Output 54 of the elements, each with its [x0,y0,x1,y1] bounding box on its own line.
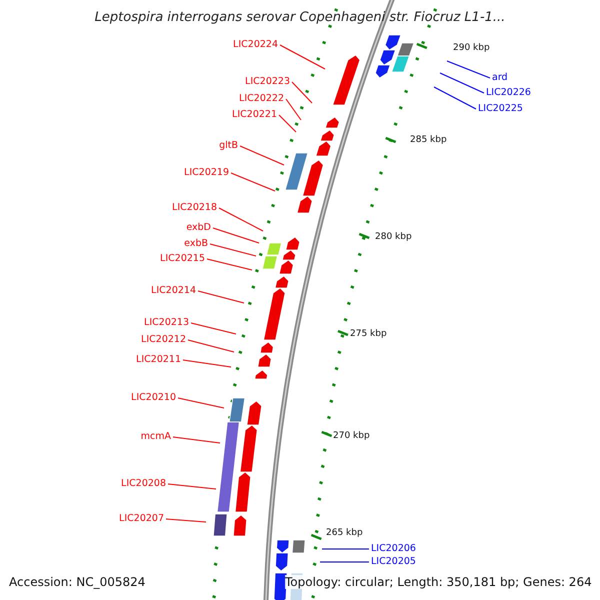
gene-label: LIC20226 [486,86,531,100]
summary-text: Topology: circular; Length: 350,181 bp; Genes: 264 [285,575,592,589]
gene-label: exbB [184,237,208,251]
scale-label: 280 kbp [375,231,412,244]
leader-line [178,398,224,408]
gene-label: LIC20223 [245,75,290,89]
leader-line [434,86,476,110]
gene-label: LIC20206 [371,542,416,556]
leader-line [240,146,284,166]
leader-line [166,518,206,522]
leader-line [446,60,490,78]
leader-line [188,340,234,352]
title: Leptospira interrogans serovar Copenhageni str. Fiocruz L1-1... [94,11,506,25]
gene-label: LIC20207 [119,512,164,526]
leader-line [206,258,252,270]
leader-line [212,228,260,244]
gene-label: LIC20218 [172,201,217,215]
gene-label: LIC20224 [233,38,278,52]
gene-label: LIC20222 [239,92,284,106]
leader-line [292,82,312,104]
leader-line [230,172,276,192]
leader-line [280,44,326,70]
gene-label: mcmA [140,430,171,444]
leader-line [286,98,302,120]
gene-label: LIC20211 [136,353,181,367]
leader-line [198,290,244,304]
leader-line [210,244,256,256]
leader-line [218,208,264,232]
leader-line [440,72,484,94]
scale-label: 275 kbp [350,328,387,341]
scale-label: 265 kbp [326,527,363,540]
leader-line [168,484,216,490]
leader-line [322,548,370,550]
scale-label: 285 kbp [410,134,447,147]
gene-label: LIC20219 [184,166,229,180]
gene-label: LIC20225 [478,102,523,116]
leader-line [182,360,232,368]
gene-label: LIC20215 [160,252,205,266]
gene-label: LIC20213 [144,316,189,330]
gene-label: LIC20221 [232,108,277,122]
gene-label: LIC20214 [151,284,196,298]
gene-label: LIC20208 [121,477,166,491]
accession-text: Accession: NC_005824 [9,575,146,589]
gene-label: ard [492,71,508,85]
leader-line [190,322,236,334]
gene-label: LIC20210 [131,391,176,405]
gene-label: LIC20212 [141,333,186,347]
gene-label: exbD [186,221,211,235]
leader-line [172,436,220,444]
gene-label: gltB [219,139,238,153]
scale-label: 270 kbp [333,430,370,443]
gene-label: LIC20205 [371,555,416,569]
leader-line [278,114,296,132]
scale-label: 290 kbp [453,42,490,55]
